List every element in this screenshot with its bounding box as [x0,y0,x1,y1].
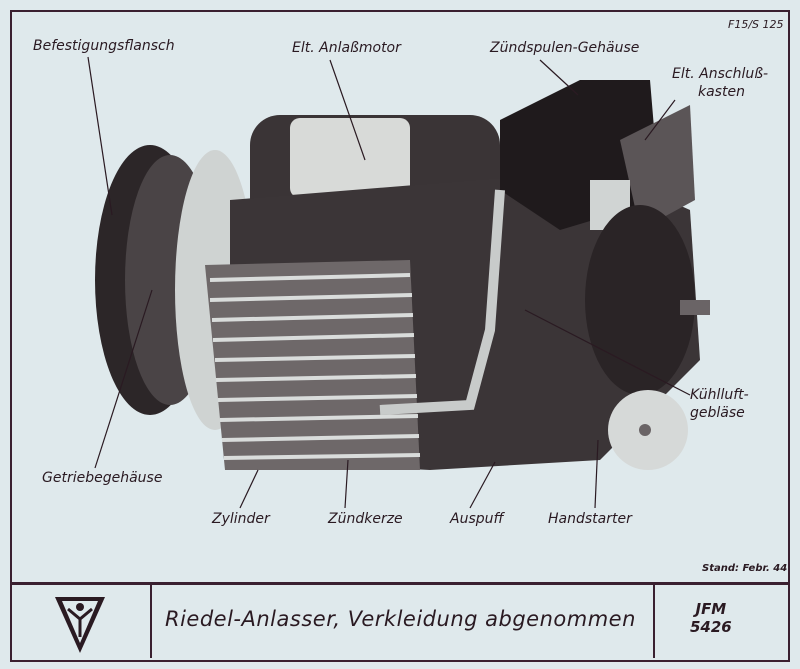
document-frame [10,10,790,662]
stand-date: Stand: Febr. 44 [702,563,788,574]
title-cell [150,585,655,658]
label-getriebegehaeuse: Getriebegehäuse [42,470,163,486]
reference-top: F15 [728,18,749,31]
document-code: JFM 5426 [690,600,732,636]
document-title: Riedel-Anlasser, Verkleidung abgenommen [165,607,636,631]
code-prefix: JFM [695,600,727,618]
label-kuehlluft-1: Kühlluft- [690,387,749,403]
label-zylinder: Zylinder [212,511,270,527]
label-zuendspulen-gehaeuse: Zündspulen-Gehäuse [490,40,640,56]
label-anlassmotor: Elt. Anlaßmotor [292,40,401,56]
reference-bottom: S [752,18,760,31]
reference-number: F15/S 125 [728,18,784,31]
label-anschlusskasten-2: kasten [698,84,745,100]
logo-cell [10,585,152,658]
label-handstarter: Handstarter [548,511,632,527]
label-auspuff: Auspuff [450,511,504,527]
footer-divider [10,582,788,585]
label-befestigungsflansch: Befestigungsflansch [33,38,175,54]
label-zuendkerze: Zündkerze [328,511,403,527]
company-logo-icon [55,597,105,653]
label-kuehlluft-2: gebläse [690,405,745,421]
reference-value: 125 [762,18,784,31]
label-anschlusskasten-1: Elt. Anschluß- [672,66,769,82]
code-number: 5426 [690,618,732,636]
engine-photo [87,56,710,509]
